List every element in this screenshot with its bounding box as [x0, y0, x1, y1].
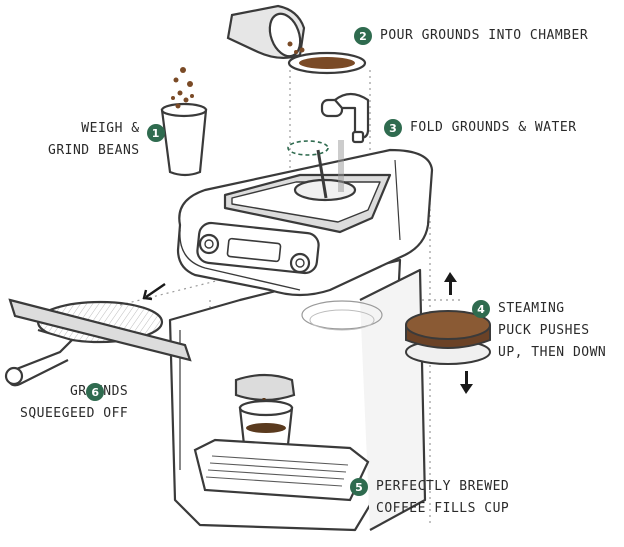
step-2-line-1: POUR GROUNDS INTO CHAMBER: [380, 28, 589, 43]
step-4: 4 STEAMING PUCK PUSHES UP, THEN DOWN: [472, 298, 606, 364]
step-2-text: POUR GROUNDS INTO CHAMBER: [380, 25, 588, 47]
steaming-puck: [301, 300, 491, 365]
step-3-line-1: FOLD GROUNDS & WATER: [410, 120, 577, 135]
step-1-line-2: GRIND BEANS: [48, 143, 140, 158]
drip-tray: [193, 438, 370, 502]
step-3-text: FOLD GROUNDS & WATER: [410, 117, 577, 139]
step-5-text: PERFECTLY BREWED COFFEE FILLS CUP: [376, 476, 509, 520]
step-6-line-1: GROUNDS: [20, 381, 128, 403]
step-3: 3 FOLD GROUNDS & WATER: [384, 117, 577, 139]
step-2-badge: 2: [354, 27, 372, 45]
step-2: 2 POUR GROUNDS INTO CHAMBER: [354, 25, 588, 47]
arrow-up-icon: [444, 272, 457, 295]
step-5-line-1: PERFECTLY BREWED: [376, 479, 510, 494]
step-6-text: GROUNDS SQUEEGEED OFF: [20, 381, 128, 425]
step-4-line-1: STEAMING: [498, 301, 565, 316]
arrow-down-icon: [460, 371, 473, 394]
grounds-canister: [226, 4, 367, 75]
step-6: GROUNDS SQUEEGEED OFF 6: [20, 381, 128, 425]
step-5: 5 PERFECTLY BREWED COFFEE FILLS CUP: [350, 476, 509, 520]
step-4-line-3: UP, THEN DOWN: [498, 345, 607, 360]
step-5-badge: 5: [350, 478, 368, 496]
step-1-line-1: WEIGH &: [81, 121, 140, 136]
step-4-text: STEAMING PUCK PUSHES UP, THEN DOWN: [498, 298, 606, 364]
arrow-left-down-icon: [142, 283, 166, 301]
step-6-badge: 6: [86, 383, 105, 401]
step-1: WEIGH & GRIND BEANS 1: [48, 118, 165, 162]
squeegee: [4, 298, 192, 387]
step-1-badge: 1: [146, 124, 165, 142]
step-3-badge: 3: [384, 119, 402, 137]
step-5-line-2: COFFEE FILLS CUP: [376, 501, 510, 516]
bean-cup: [160, 67, 208, 177]
step-4-line-2: PUCK PUSHES: [498, 323, 590, 338]
step-6-line-2: SQUEEGEED OFF: [20, 406, 129, 421]
step-4-badge: 4: [472, 300, 490, 318]
step-1-text: WEIGH & GRIND BEANS: [48, 118, 140, 162]
water-tap: [287, 92, 370, 199]
